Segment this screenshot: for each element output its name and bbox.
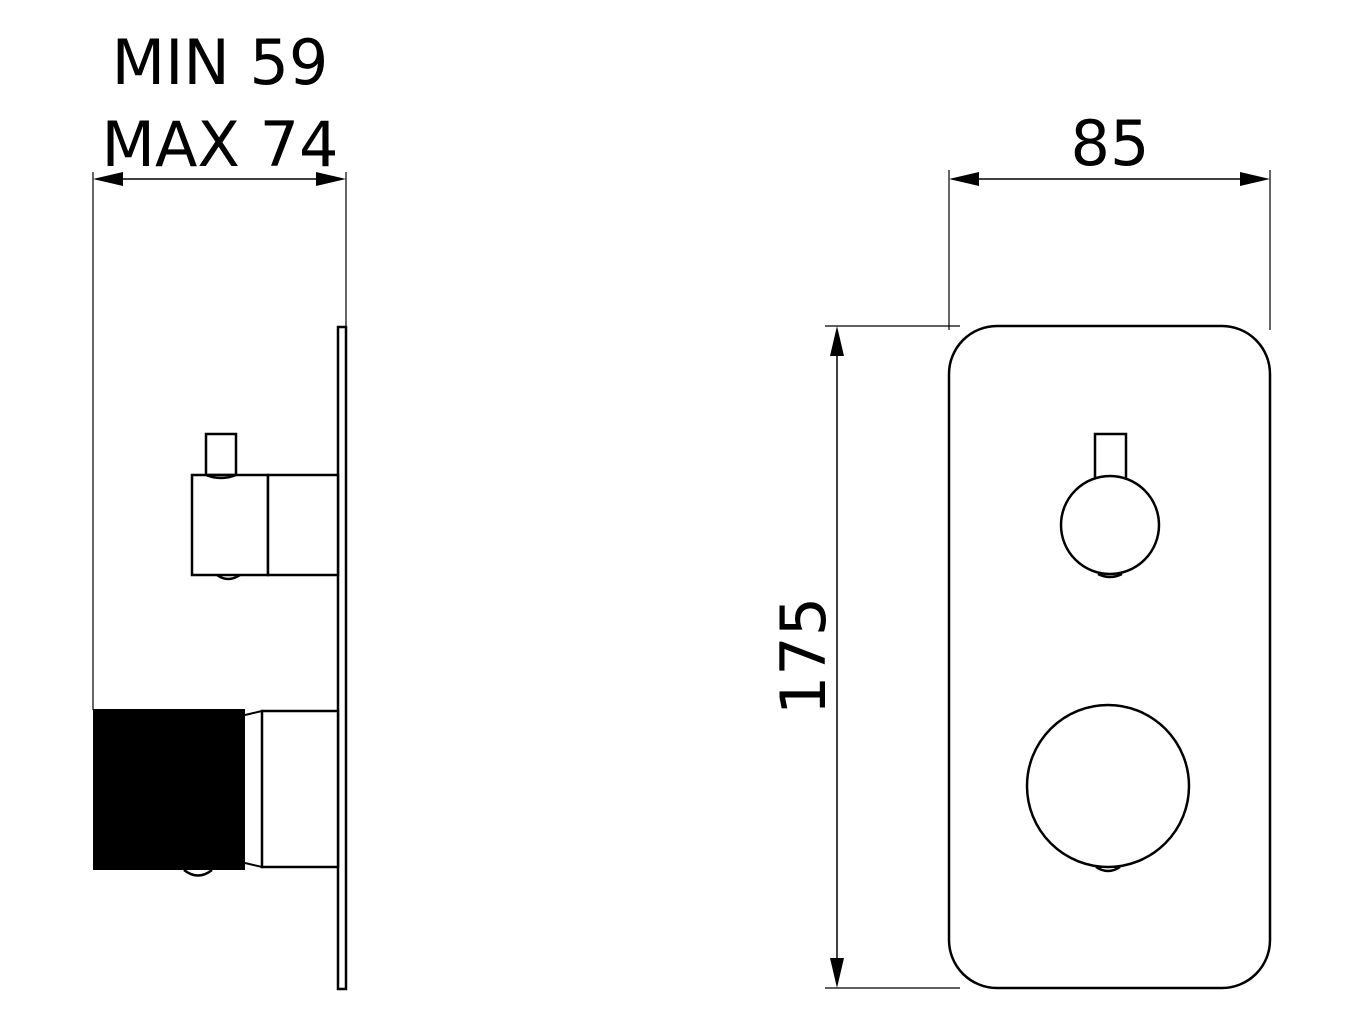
arrow-left-icon (93, 172, 123, 186)
arrow-right-icon (1240, 172, 1270, 186)
diverter-handle-side (190, 432, 340, 581)
width-dimension-line (948, 170, 1271, 330)
thermostat-knob-front (1025, 703, 1191, 873)
arrow-down-icon (830, 958, 844, 988)
depth-min-label: MIN 59 (112, 26, 329, 99)
front-view: 85 175 (767, 107, 1272, 990)
arrow-left-icon (949, 172, 979, 186)
side-view: MIN 59 MAX 74 (92, 26, 348, 991)
width-label: 85 (1071, 107, 1150, 180)
depth-max-label: MAX 74 (102, 108, 339, 181)
height-label: 175 (767, 597, 840, 715)
cover-plate-front (947, 324, 1272, 990)
diverter-handle-front (1059, 432, 1161, 579)
cover-plate-side (336, 325, 348, 991)
arrow-right-icon (316, 172, 346, 186)
depth-dimension-line (92, 172, 347, 710)
thermostat-knob-side (93, 709, 340, 877)
arrow-up-icon (830, 326, 844, 356)
height-dimension-line (825, 325, 960, 989)
